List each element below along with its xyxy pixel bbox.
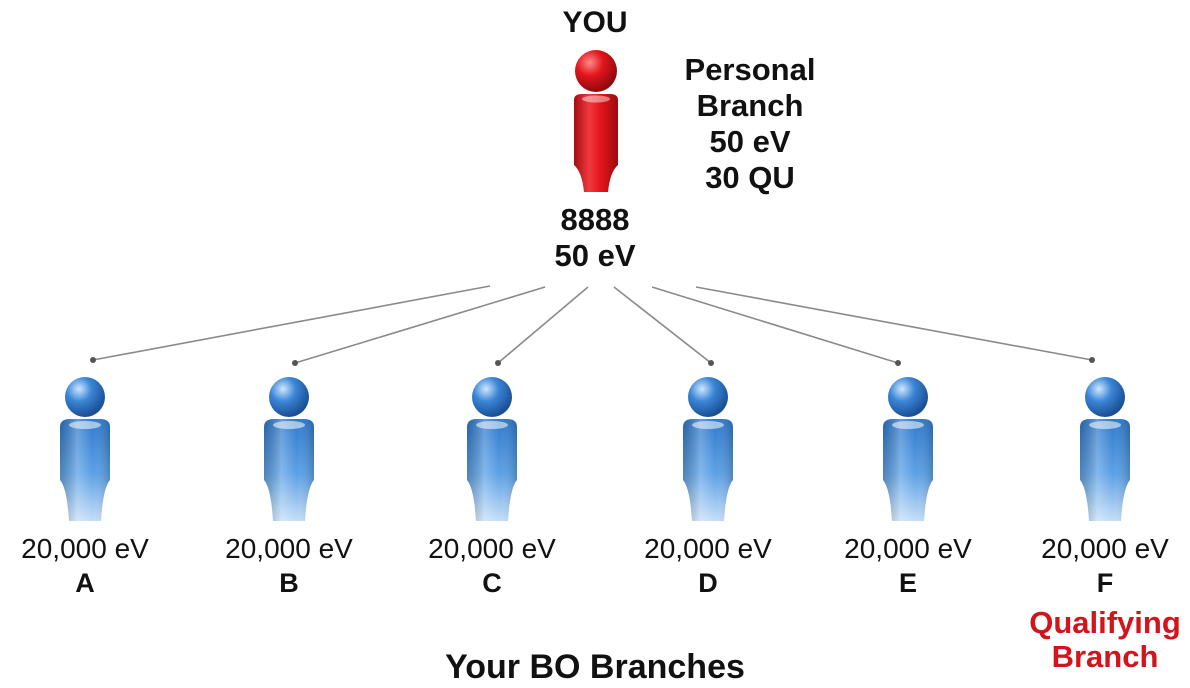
you-label: YOU (562, 6, 628, 39)
you-volume: 50 eV (554, 238, 636, 273)
connector-dot-f (1089, 357, 1095, 363)
qualifying-branch-label: Qualifying Branch (1020, 606, 1190, 674)
you-person-icon (574, 50, 618, 192)
connector-f (695, 286, 1093, 361)
you-id: 8888 (560, 202, 630, 237)
branch-person-d-icon (683, 377, 733, 521)
connector-dot-c (495, 360, 501, 366)
branch-f-letter: F (1096, 568, 1114, 598)
branch-c-volume: 20,000 eV (428, 533, 556, 564)
connector-a (92, 285, 491, 361)
personal-branch-line-1: Personal (684, 52, 816, 87)
branch-d-volume: 20,000 eV (644, 533, 772, 564)
connector-dot-d (708, 360, 714, 366)
personal-branch-label: Personal Branch 50 eV 30 QU (640, 52, 860, 196)
branch-e-volume: 20,000 eV (844, 533, 972, 564)
branch-a-letter: A (75, 568, 95, 598)
connector-b (294, 286, 546, 364)
connector-dots (90, 357, 1095, 366)
personal-branch-line-2: Branch (696, 88, 804, 123)
you-stats: 8888 50 eV (535, 202, 655, 274)
connector-lines (92, 285, 1093, 364)
branch-e-letter: E (898, 568, 917, 598)
connector-dot-e (895, 360, 901, 366)
branch-person-f-icon (1080, 377, 1130, 521)
branch-d-letter: D (698, 568, 718, 598)
connector-dot-b (292, 360, 298, 366)
footer-title: Your BO Branches (445, 648, 745, 686)
branch-a-volume: 20,000 eV (21, 533, 149, 564)
connector-dot-a (90, 357, 96, 363)
branch-c-letter: C (482, 568, 502, 598)
connector-d (613, 286, 712, 364)
connector-e (651, 286, 899, 364)
qualifying-line-2: Branch (1051, 639, 1159, 674)
branch-person-c-icon (467, 377, 517, 521)
branch-person-b-icon (264, 377, 314, 521)
branch-person-e-icon (883, 377, 933, 521)
branch-b-letter: B (279, 568, 299, 598)
branch-person-a-icon (60, 377, 110, 521)
branch-f-volume: 20,000 eV (1041, 533, 1169, 564)
connector-c (497, 286, 589, 364)
branch-b-volume: 20,000 eV (225, 533, 353, 564)
personal-branch-qu: 30 QU (705, 160, 795, 195)
qualifying-line-1: Qualifying (1029, 605, 1181, 640)
personal-branch-volume: 50 eV (709, 124, 791, 159)
